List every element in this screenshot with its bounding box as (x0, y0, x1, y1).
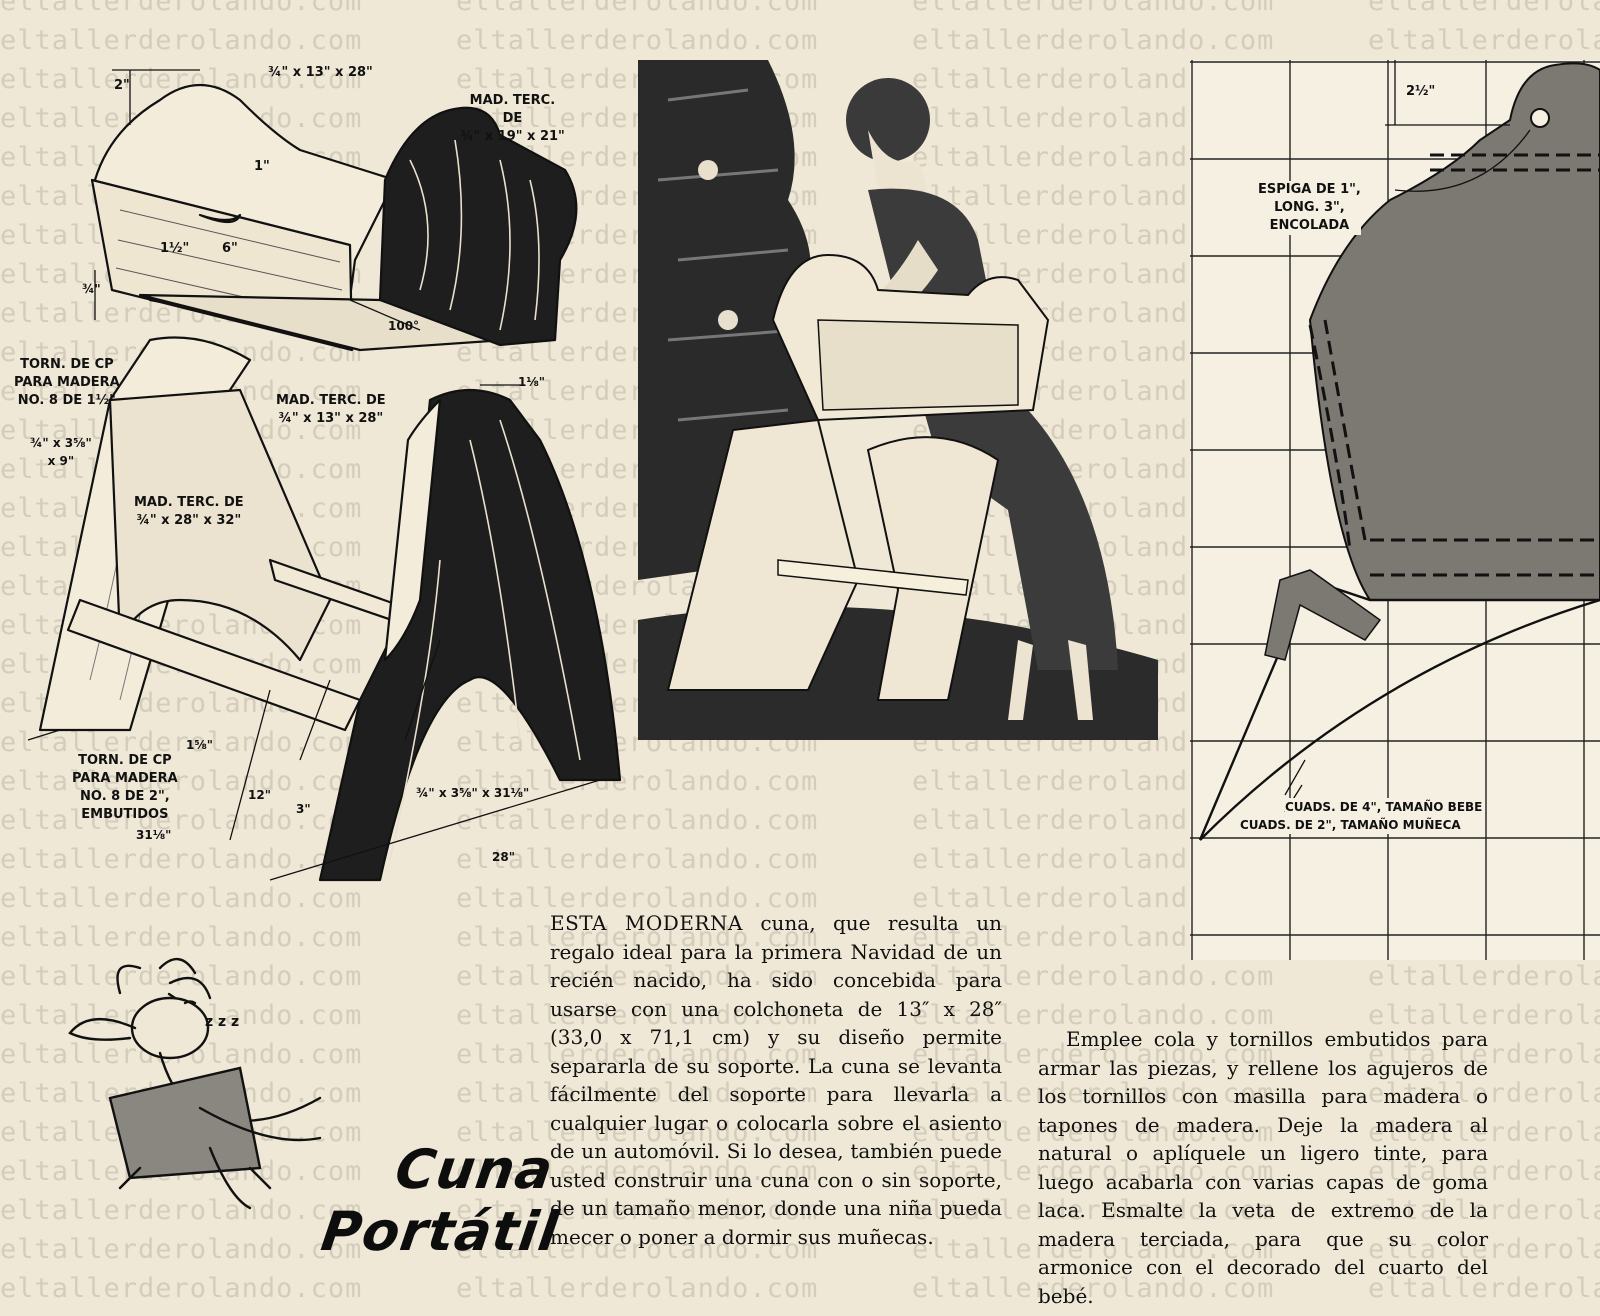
watermark-text: eltallerderolando.com (912, 0, 1275, 17)
espiga-line1: ESPIGA DE 1", (1258, 182, 1361, 197)
cradle-diagram-drawing (27, 69, 622, 882)
label-mad-terc-end: MAD. TERC. DE ¾" x 19" x 21" (460, 92, 565, 146)
woman-with-cradle-illustration (638, 60, 1158, 740)
watermark-text: eltallerderolando.com (456, 1273, 819, 1304)
title-cuna: Cuna (391, 1138, 558, 1201)
rail-size-line2: x 9" (47, 454, 75, 468)
mad-terc-end-line3: ¾" x 19" x 21" (460, 129, 565, 144)
watermark-text: eltallerderolando.com (0, 1273, 363, 1304)
article-paragraph-1: ESTA MODERNA cuna, que resulta un regalo… (550, 909, 1002, 1251)
mad-terc-13-28-line1: MAD. TERC. DE (276, 393, 386, 408)
deer-cartoon-drawing: z z z (68, 958, 322, 1210)
espiga-line3: ENCOLADA (1269, 218, 1350, 233)
watermark-text: eltallerderolando.com (0, 0, 363, 17)
dim-6-inch: 6" (222, 241, 238, 256)
sleeping-deer-cartoon: z z z (30, 948, 340, 1218)
torn-cp-bottom-line1: TORN. DE CP (78, 753, 172, 768)
label-mad-terc-28-32: MAD. TERC. DE ¾" x 28" x 32" (134, 494, 244, 530)
article-paragraph-2: Emplee cola y tornillos embutidos para a… (1038, 1025, 1488, 1310)
watermark-text: eltallerderolando.com (1368, 961, 1600, 992)
dim-12-inch: 12" (248, 788, 271, 802)
article-para2-body: Emplee cola y tornillos embutidos para a… (1038, 1027, 1488, 1308)
svg-text:z z z: z z z (205, 1014, 239, 1030)
dim-1-half: 1½" (160, 241, 190, 256)
mad-terc-end-line1: MAD. TERC. (469, 93, 556, 108)
torn-cp-bottom-line2: PARA MADERA (72, 771, 178, 786)
torn-cp-top-line2: PARA MADERA (14, 375, 120, 390)
cradle-exploded-diagram (0, 40, 640, 920)
scale-baby: CUADS. DE 4", TAMAÑO BEBE (1285, 798, 1483, 816)
dim-three-quarter: ¾" (82, 282, 101, 296)
watermark-row: eltallerderolando.com eltallerderolando.c… (0, 0, 1600, 17)
dim-100-degrees: 100° (388, 319, 420, 333)
mad-terc-end-line2: DE (502, 111, 523, 126)
label-torn-cp-bottom: TORN. DE CP PARA MADERA NO. 8 DE 2", EMB… (72, 752, 178, 824)
woman-cradle-drawing (638, 60, 1158, 740)
dim-1-5-8: 1⅝" (186, 738, 214, 752)
torn-cp-bottom-line4: EMBUTIDOS (81, 807, 169, 822)
dim-2-inch: 2" (114, 78, 130, 93)
dim-31-1-8-left: 31⅛" (136, 828, 172, 842)
dim-2-half-inch: 2½" (1404, 83, 1438, 101)
watermark-text: eltallerderolando.com (912, 25, 1275, 56)
watermark-text: eltallerderolando.com (1368, 0, 1600, 17)
rail-size-line1: ¾" x 3⅝" (30, 436, 92, 450)
dim-stretcher: ¾" x 3⅝" x 31⅛" (416, 786, 530, 800)
label-torn-cp-top: TORN. DE CP PARA MADERA NO. 8 DE 1½" (14, 356, 120, 410)
mad-terc-28-32-line2: ¾" x 28" x 32" (136, 513, 242, 528)
label-rail-size: ¾" x 3⅝" x 9" (30, 434, 92, 470)
dim-top-board: ¾" x 13" x 28" (268, 65, 373, 80)
torn-cp-top-line3: NO. 8 DE 1½" (17, 393, 116, 408)
espiga-line2: LONG. 3", (1274, 200, 1345, 215)
dim-1-1-8: 1⅛" (518, 375, 546, 389)
mad-terc-28-32-line1: MAD. TERC. DE (134, 495, 244, 510)
dim-3-inch: 3" (296, 802, 311, 816)
label-mad-terc-13-28: MAD. TERC. DE ¾" x 13" x 28" (276, 392, 386, 428)
mad-terc-13-28-line2: ¾" x 13" x 28" (278, 411, 384, 426)
label-espiga: ESPIGA DE 1", LONG. 3", ENCOLADA (1258, 181, 1361, 235)
watermark-text: eltallerderolando.com (456, 0, 819, 17)
dim-1-inch: 1" (254, 159, 270, 174)
article-lead: ESTA MODERNA (550, 911, 743, 935)
article-para1-body: cuna, que resulta un regalo ideal para l… (550, 911, 1003, 1249)
dim-28-inch: 28" (492, 850, 515, 864)
torn-cp-top-line1: TORN. DE CP (20, 357, 114, 372)
scale-doll: CUADS. DE 2", TAMAÑO MUÑECA (1240, 816, 1461, 834)
title-portatil: Portátil (317, 1200, 563, 1263)
watermark-text: eltallerderolando.com (1368, 25, 1600, 56)
torn-cp-bottom-line3: NO. 8 DE 2", (80, 789, 170, 804)
